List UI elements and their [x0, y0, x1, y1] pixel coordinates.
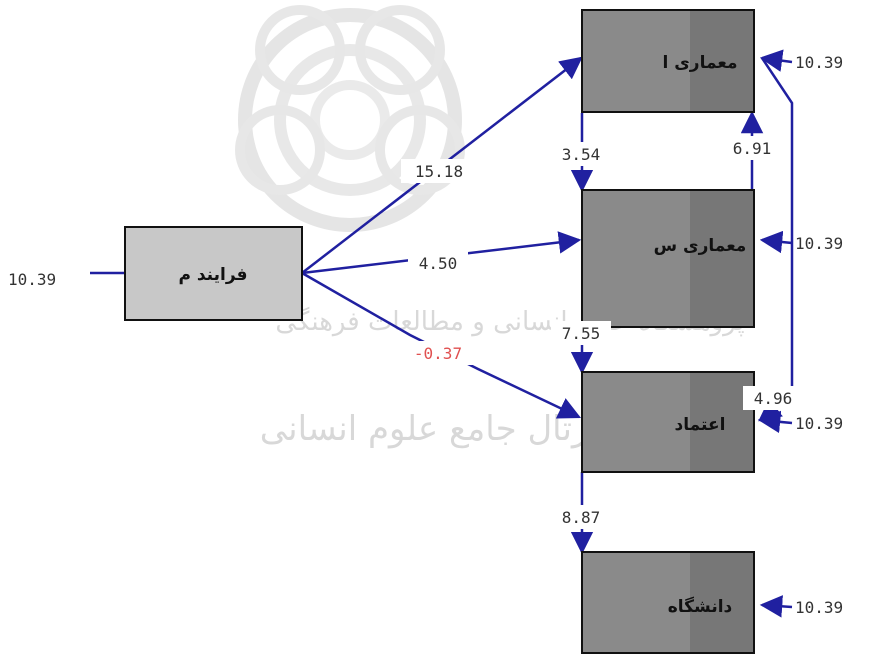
coef-arch-a-trust: 4.96	[754, 389, 793, 408]
error-terms: 10.39 10.39 10.39 10.39 10.39	[8, 53, 843, 617]
node-arch-a[interactable]: معماری ا	[581, 9, 755, 113]
error-arrow-trust	[757, 410, 793, 434]
watermark-logo	[235, 5, 465, 232]
coef-arch-s-arch-a: 6.91	[733, 139, 772, 158]
coef-trust-university: 8.87	[562, 508, 601, 527]
error-arrow-arch-s	[759, 230, 793, 254]
coef-process-trust: -0.37	[414, 344, 462, 363]
coef-process-arch-a: 15.18	[415, 162, 463, 181]
node-trust-label: اعتماد	[675, 415, 726, 435]
node-process-label: فرایند م	[178, 265, 247, 285]
error-arch-a: 10.39	[795, 53, 843, 72]
watermark-line-2: پرتال جامع علوم انسانی	[260, 409, 600, 449]
coef-process-arch-s: 4.50	[419, 254, 458, 273]
error-trust: 10.39	[795, 414, 843, 433]
node-process[interactable]: فرایند م	[124, 226, 303, 321]
coef-arch-a-arch-s: 3.54	[562, 145, 601, 164]
error-process: 10.39	[8, 270, 56, 289]
node-university[interactable]: دانشگاه	[581, 551, 755, 654]
node-trust[interactable]: اعتماد	[581, 371, 755, 473]
node-arch-s-label: معماری س	[654, 236, 747, 256]
node-arch-s[interactable]: معماری س	[581, 189, 755, 328]
error-arrow-university	[759, 595, 793, 618]
error-arrow-arch-a	[759, 49, 793, 72]
node-university-label: دانشگاه	[668, 596, 733, 617]
error-arch-s: 10.39	[795, 234, 843, 253]
path-labels: 15.18 4.50 -0.37 3.54 6.91 7.55 4.96 8.8…	[399, 136, 803, 529]
node-arch-a-label: معماری ا	[662, 53, 737, 73]
error-university: 10.39	[795, 598, 843, 617]
coef-arch-s-trust: 7.55	[562, 324, 601, 343]
arrow-arch-a-to-trust	[758, 57, 794, 422]
